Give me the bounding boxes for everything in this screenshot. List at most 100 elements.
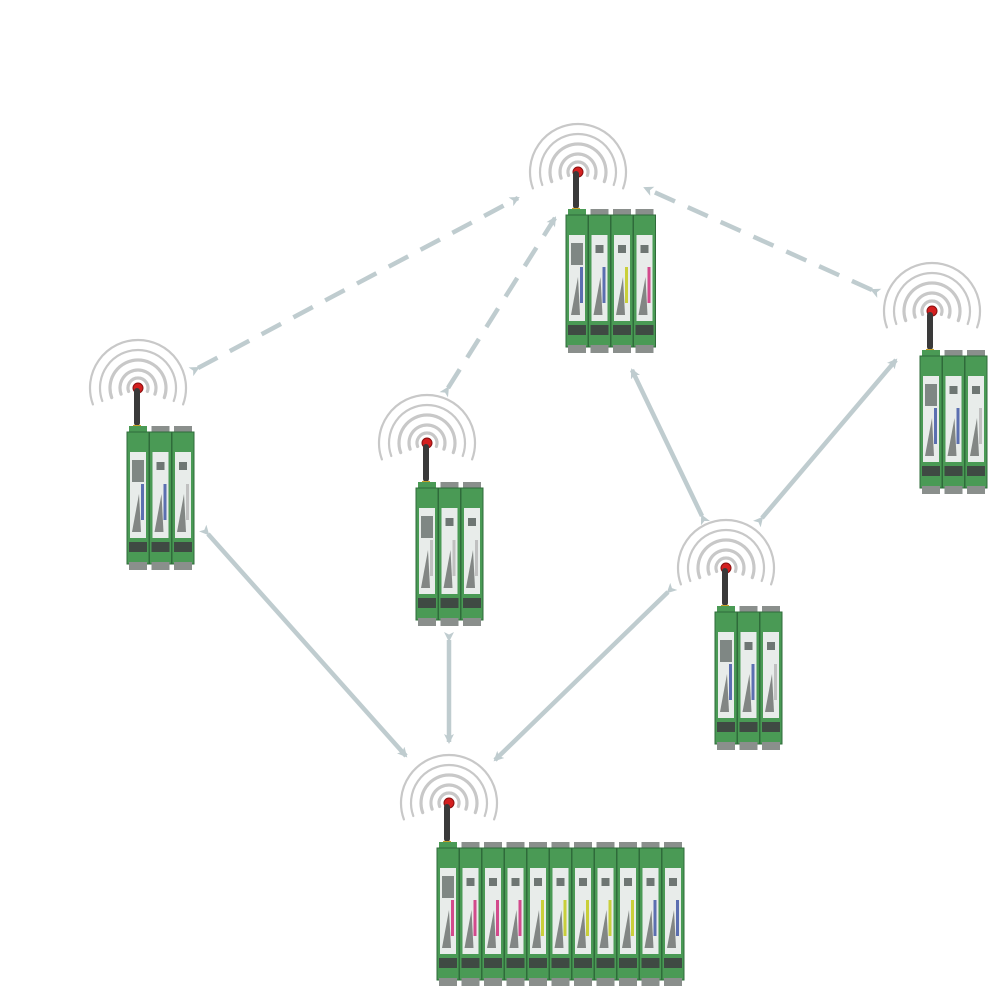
module-connector xyxy=(551,958,570,968)
module-color-stripe xyxy=(608,900,612,936)
io-module xyxy=(759,606,783,750)
terminal-block-bottom xyxy=(484,978,502,986)
terminal-block-top xyxy=(613,209,631,217)
terminal-block-top xyxy=(506,842,525,850)
signal-ring xyxy=(676,518,776,586)
module-detail xyxy=(947,418,957,456)
module-connector xyxy=(463,598,481,608)
module-detail xyxy=(466,550,475,588)
din-rail-device xyxy=(436,804,685,986)
link-node-center-right-to-node-bottom xyxy=(493,582,678,762)
module-indicator xyxy=(972,386,980,394)
display-window xyxy=(925,384,937,406)
terminal-block-top xyxy=(635,209,654,217)
module-indicator xyxy=(468,518,476,526)
io-module xyxy=(504,842,527,986)
terminal-block-bottom xyxy=(574,978,592,986)
module-connector xyxy=(596,958,615,968)
signal-ring xyxy=(686,528,766,583)
module-connector xyxy=(574,958,592,968)
terminal-block-top xyxy=(129,426,147,434)
io-module xyxy=(481,842,505,986)
terminal-block-bottom xyxy=(129,562,147,570)
module-color-stripe xyxy=(141,484,144,520)
terminal-block-bottom xyxy=(664,978,682,986)
module-color-stripe xyxy=(541,900,544,936)
signal-ring xyxy=(118,368,158,396)
module-detail xyxy=(464,910,474,948)
display-window xyxy=(720,640,732,662)
module-indicator xyxy=(511,878,520,886)
module-indicator xyxy=(534,878,542,886)
module-detail xyxy=(599,910,609,948)
io-module xyxy=(610,209,634,353)
module-detail xyxy=(132,494,141,532)
signal-ring xyxy=(437,791,461,809)
module-connector xyxy=(664,958,682,968)
terminal-block-bottom xyxy=(922,486,940,494)
module-indicator xyxy=(744,642,753,650)
signal-ring xyxy=(407,423,447,451)
module-indicator xyxy=(618,245,626,253)
signal-ring xyxy=(882,261,982,329)
module-detail xyxy=(720,674,729,712)
terminal-block-top xyxy=(574,842,592,850)
terminal-block-top xyxy=(664,842,682,850)
module-color-stripe xyxy=(979,408,982,444)
terminal-block-top xyxy=(568,209,586,217)
module-detail xyxy=(616,277,625,315)
node-center-right xyxy=(676,518,783,750)
din-rail-device xyxy=(919,312,988,494)
module-connector xyxy=(967,466,985,476)
module-connector xyxy=(418,598,436,608)
terminal-block-bottom xyxy=(739,742,758,750)
display-window xyxy=(421,516,433,538)
module-color-stripe xyxy=(475,540,478,576)
module-color-stripe xyxy=(451,900,454,936)
terminal-block-bottom xyxy=(596,978,615,986)
signal-ring xyxy=(528,122,628,190)
module-detail xyxy=(970,418,979,456)
antenna-icon xyxy=(927,312,933,350)
io-module xyxy=(588,209,611,353)
module-color-stripe xyxy=(586,900,589,936)
terminal-block-top xyxy=(596,842,615,850)
signal-ring xyxy=(98,348,178,403)
signal-ring xyxy=(409,763,489,818)
antenna-icon xyxy=(423,444,429,482)
module-connector xyxy=(129,542,147,552)
signal-ring xyxy=(419,773,479,815)
signal-ring xyxy=(397,413,457,455)
module-indicator xyxy=(156,462,165,470)
module-connector xyxy=(641,958,660,968)
module-detail xyxy=(571,277,580,315)
module-detail xyxy=(577,910,586,948)
terminal-block-top xyxy=(484,842,502,850)
module-indicator xyxy=(767,642,775,650)
io-module xyxy=(565,209,589,353)
module-color-stripe xyxy=(751,664,755,700)
module-detail xyxy=(593,277,603,315)
terminal-block-bottom xyxy=(635,345,654,353)
io-module xyxy=(459,842,482,986)
node-right xyxy=(882,261,988,494)
terminal-block-bottom xyxy=(762,742,780,750)
terminal-block-bottom xyxy=(506,978,525,986)
terminal-block-top xyxy=(551,842,570,850)
terminal-block-bottom xyxy=(440,618,459,626)
node-top xyxy=(528,122,656,353)
node-middle xyxy=(377,393,484,626)
io-module xyxy=(460,482,484,626)
module-connector xyxy=(151,542,170,552)
terminal-block-bottom xyxy=(613,345,631,353)
module-detail xyxy=(638,277,648,315)
module-color-stripe xyxy=(430,540,433,576)
signal-ring xyxy=(538,132,618,187)
antenna-icon xyxy=(573,171,579,209)
terminal-block-bottom xyxy=(641,978,660,986)
link-node-left-to-node-bottom xyxy=(198,524,408,758)
io-module xyxy=(594,842,617,986)
module-connector xyxy=(590,325,609,335)
signal-ring xyxy=(714,556,738,574)
